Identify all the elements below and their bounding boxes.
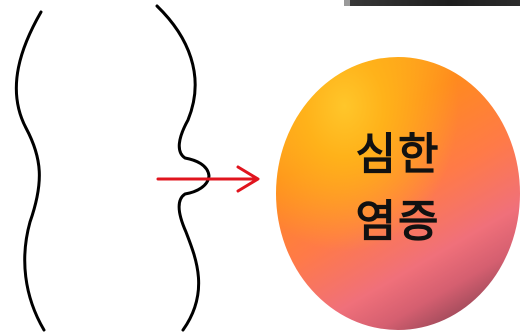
sphere-label-line2: 염증: [276, 200, 520, 244]
tube-right-wall: [157, 6, 209, 330]
sphere-label-line1: 심한: [276, 133, 520, 177]
inflammation-sphere: [276, 57, 520, 330]
tube-left-wall: [16, 12, 44, 330]
